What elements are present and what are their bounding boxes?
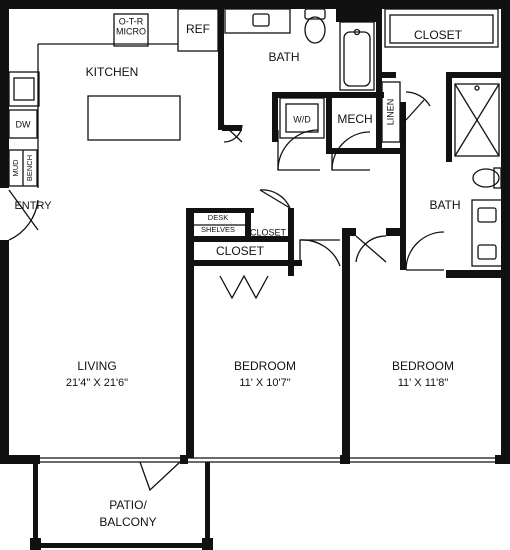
bath-right-label: BATH	[429, 198, 460, 212]
kitchen-island	[87, 95, 181, 141]
mech-label: MECH	[337, 112, 372, 126]
patio-label-1: PATIO/	[109, 498, 147, 512]
otr-micro-label-1: O-T-R	[119, 16, 144, 26]
linen-label: LINEN	[385, 99, 395, 126]
closet-small-label: CLOSET	[250, 227, 287, 237]
entry-label: ENTRY	[14, 200, 52, 212]
otr-micro-label-2: MICRO	[116, 26, 146, 36]
wd-label: W/D	[293, 114, 311, 124]
shelves-label: SHELVES	[201, 225, 235, 234]
bedroom1-label: BEDROOM	[234, 359, 296, 373]
dw-label: DW	[16, 119, 31, 129]
bedroom1-dimensions: 11' X 10'7"	[239, 377, 290, 389]
closet-mid-label: CLOSET	[216, 244, 265, 258]
living-label: LIVING	[77, 359, 116, 373]
mud-label: MUD	[11, 159, 20, 177]
fixtures	[8, 8, 503, 492]
closet-top-label: CLOSET	[414, 28, 463, 42]
desk-label: DESK	[208, 213, 228, 222]
patio-label-2: BALCONY	[99, 515, 156, 529]
living-dimensions: 21'4" X 21'6"	[66, 377, 128, 389]
bench-label: BENCH	[25, 155, 34, 181]
bedroom2-dimensions: 11' X 11'8"	[398, 377, 449, 389]
bath-top-label: BATH	[268, 50, 299, 64]
bedroom2-label: BEDROOM	[392, 359, 454, 373]
labels: KITCHEN O-T-R MICRO REF DW MUD BENCH ENT…	[11, 16, 463, 529]
ref-label: REF	[186, 22, 210, 36]
kitchen-label: KITCHEN	[86, 65, 139, 79]
